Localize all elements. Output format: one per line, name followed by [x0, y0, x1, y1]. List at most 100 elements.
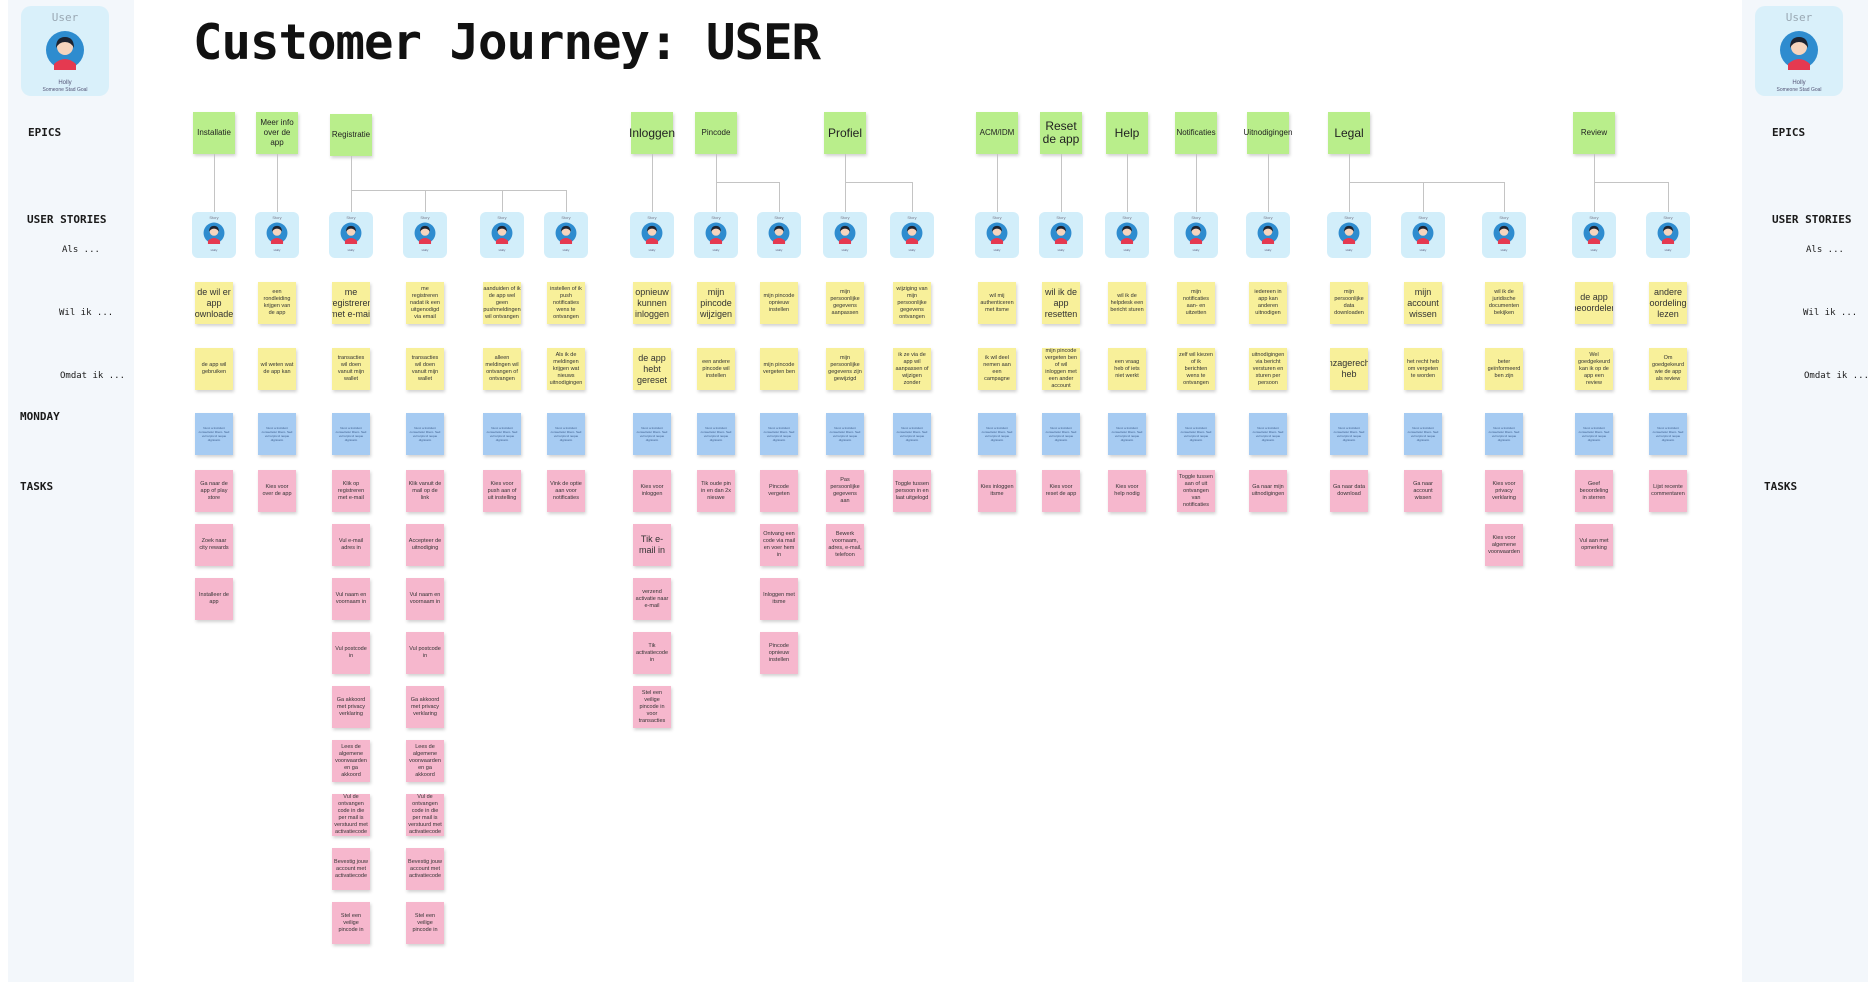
task-note[interactable]: Inloggen met itsme [760, 578, 798, 620]
monday-note[interactable]: Nunc a tincidunt consectetur libero. Sed… [1404, 413, 1442, 455]
task-note[interactable]: Geef beoordeling in sterren [1575, 470, 1613, 512]
task-note[interactable]: Vul de ontvangen code in die per mail is… [406, 794, 444, 836]
task-note[interactable]: Stel een veilige pincode in voor transac… [633, 686, 671, 728]
omdat-ik-note[interactable]: mijn persoonlijke gegevens zijn gewijzig… [826, 348, 864, 390]
task-note[interactable]: Kies voor algemene voorwaarden [1485, 524, 1523, 566]
wil-ik-note[interactable]: wil ik de juridische documenten bekijken [1485, 282, 1523, 324]
wil-ik-note[interactable]: mijn notificaties aan- en uitzetten [1177, 282, 1215, 324]
task-note[interactable]: Lees de algemene voorwaarden en ga akkoo… [406, 740, 444, 782]
task-note[interactable]: Tik activatiecode in [633, 632, 671, 674]
monday-note[interactable]: Nunc a tincidunt consectetur libero. Sed… [1330, 413, 1368, 455]
wil-ik-note[interactable]: mijn pincode opnieuw instellen [760, 282, 798, 324]
task-note[interactable]: Vul aan met opmerking [1575, 524, 1613, 566]
task-note[interactable]: Toggle tussen aan of uit ontvangen van n… [1177, 470, 1215, 512]
wil-ik-note[interactable]: me registreren met e-mail [332, 282, 370, 324]
epic-note[interactable]: Profiel [824, 112, 866, 154]
monday-note[interactable]: Nunc a tincidunt consectetur libero. Sed… [195, 413, 233, 455]
task-note[interactable]: Ga akkoord met privacy verklaring [332, 686, 370, 728]
epic-note[interactable]: Legal [1328, 112, 1370, 154]
wil-ik-note[interactable]: wil mij authenticeren met itsme [978, 282, 1016, 324]
omdat-ik-note[interactable]: een andere pincode wil instellen [697, 348, 735, 390]
task-note[interactable]: Kies inloggen itsme [978, 470, 1016, 512]
wil-ik-note[interactable]: opnieuw kunnen inloggen [633, 282, 671, 324]
omdat-ik-note[interactable]: mijn pincode vergeten ben of wil inlogge… [1042, 348, 1080, 390]
monday-note[interactable]: Nunc a tincidunt consectetur libero. Sed… [1177, 413, 1215, 455]
task-note[interactable]: Bevestig jouw account met activatiecode [406, 848, 444, 890]
omdat-ik-note[interactable]: ik wil deel nemen aan een campagne [978, 348, 1016, 390]
wil-ik-note[interactable]: mijn persoonlijke gegevens aanpassen [826, 282, 864, 324]
monday-note[interactable]: Nunc a tincidunt consectetur libero. Sed… [1649, 413, 1687, 455]
omdat-ik-note[interactable]: inzagerecht heb [1330, 348, 1368, 390]
task-note[interactable]: Accepteer de uitnodiging [406, 524, 444, 566]
omdat-ik-note[interactable]: beter geïnformeerd ben zijn [1485, 348, 1523, 390]
omdat-ik-note[interactable]: transacties wil doen vanuit mijn wallet [406, 348, 444, 390]
task-note[interactable]: Kies voor push aan of uit instelling [483, 470, 521, 512]
omdat-ik-note[interactable]: een vraag heb of iets niet werkt [1108, 348, 1146, 390]
omdat-ik-note[interactable]: Wel goedgekeurd kan ik op de app een rev… [1575, 348, 1613, 390]
task-note[interactable]: Vul de ontvangen code in die per mail is… [332, 794, 370, 836]
monday-note[interactable]: Nunc a tincidunt consectetur libero. Sed… [978, 413, 1016, 455]
task-note[interactable]: Kies voor reset de app [1042, 470, 1080, 512]
task-note[interactable]: Bevestig jouw account met activatiecode [332, 848, 370, 890]
task-note[interactable]: Kies voor help nodig [1108, 470, 1146, 512]
wil-ik-note[interactable]: instellen of ik push notificaties wens t… [547, 282, 585, 324]
task-note[interactable]: Stel een veilige pincode in [332, 902, 370, 944]
monday-note[interactable]: Nunc a tincidunt consectetur libero. Sed… [406, 413, 444, 455]
persona-card-right[interactable]: User Holly Someone Stad Goal [1755, 6, 1843, 96]
omdat-ik-note[interactable]: transacties wil doen vanuit mijn wallet [332, 348, 370, 390]
omdat-ik-note[interactable]: alleen meldingen wil ontvangen of ontvan… [483, 348, 521, 390]
monday-note[interactable]: Nunc a tincidunt consectetur libero. Sed… [633, 413, 671, 455]
epic-note[interactable]: Inloggen [629, 112, 675, 154]
task-note[interactable]: Tik oude pin in en dan 2x nieuwe [697, 470, 735, 512]
task-note[interactable]: Lees de algemene voorwaarden en ga akkoo… [332, 740, 370, 782]
task-note[interactable]: Lijst recente commentaren [1649, 470, 1687, 512]
task-note[interactable]: Ga naar de app of play store [195, 470, 233, 512]
task-note[interactable]: Klik op registreren met e-mail [332, 470, 370, 512]
task-note[interactable]: Vink de optie aan voor notificaties [547, 470, 585, 512]
task-note[interactable]: Ga naar data download [1330, 470, 1368, 512]
task-note[interactable]: Vul naam en voornaam in [332, 578, 370, 620]
omdat-ik-note[interactable]: wil weten wat de app kan [258, 348, 296, 390]
wil-ik-note[interactable]: mijn pincode wijzigen [697, 282, 735, 324]
omdat-ik-note[interactable]: Als ik de meldingen krijgen wat nieuws u… [547, 348, 585, 390]
task-note[interactable]: Vul e-mail adres in [332, 524, 370, 566]
monday-note[interactable]: Nunc a tincidunt consectetur libero. Sed… [1108, 413, 1146, 455]
task-note[interactable]: Pincode vergeten [760, 470, 798, 512]
omdat-ik-note[interactable]: Om goedgekeurd wie de app als review [1649, 348, 1687, 390]
monday-note[interactable]: Nunc a tincidunt consectetur libero. Sed… [1249, 413, 1287, 455]
wil-ik-note[interactable]: me registreren nadat ik een uitgenodigd … [406, 282, 444, 324]
wil-ik-note[interactable]: mijn account wissen [1404, 282, 1442, 324]
epic-note[interactable]: ACM/IDM [976, 112, 1018, 154]
omdat-ik-note[interactable]: de app hebt gereset [633, 348, 671, 390]
wil-ik-note[interactable]: een rondleiding krijgen van de app [258, 282, 296, 324]
epic-note[interactable]: Help [1106, 112, 1148, 154]
omdat-ik-note[interactable]: het recht heb om vergeten te worden [1404, 348, 1442, 390]
task-note[interactable]: Toggle tussen persoon in en laat uitgelo… [893, 470, 931, 512]
omdat-ik-note[interactable]: zelf wil kiezen of ik berichten wens te … [1177, 348, 1215, 390]
monday-note[interactable]: Nunc a tincidunt consectetur libero. Sed… [483, 413, 521, 455]
omdat-ik-note[interactable]: mijn pincode vergeten ben [760, 348, 798, 390]
monday-note[interactable]: Nunc a tincidunt consectetur libero. Sed… [1042, 413, 1080, 455]
task-note[interactable]: Ga naar account wissen [1404, 470, 1442, 512]
wil-ik-note[interactable]: wil ik de helpdesk een bericht sturen [1108, 282, 1146, 324]
omdat-ik-note[interactable]: de app wil gebruiken [195, 348, 233, 390]
monday-note[interactable]: Nunc a tincidunt consectetur libero. Sed… [826, 413, 864, 455]
epic-note[interactable]: Installatie [193, 112, 235, 154]
epic-note[interactable]: Uitnodigingen [1244, 112, 1292, 154]
epic-note[interactable]: Registratie [330, 114, 372, 156]
wil-ik-note[interactable]: wil ik de app resetten [1042, 282, 1080, 324]
